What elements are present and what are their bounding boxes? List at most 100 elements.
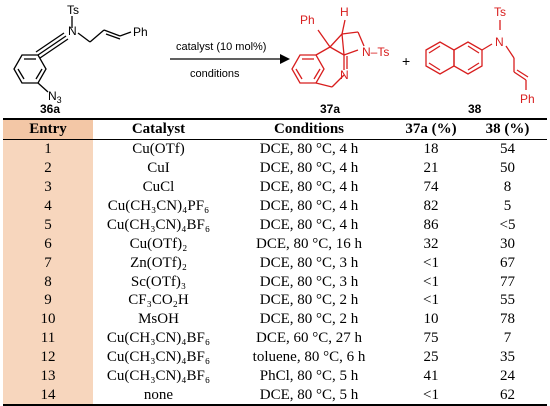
ph-label-p2: Ph <box>520 92 535 106</box>
cell-37a-yield: 74 <box>423 179 439 196</box>
cell-catalyst: Cu(CH₃CN)₄BF₆ <box>106 216 211 233</box>
cell-conditions: DCE, 60 °C, 27 h <box>255 330 362 347</box>
cell-conditions: DCE, 80 °C, 3 h <box>259 273 359 290</box>
cell-entry: 13 <box>3 366 93 386</box>
n-label-p2: N <box>495 35 504 49</box>
cell-conditions: toluene, 80 °C, 6 h <box>252 349 366 366</box>
cell-conditions: PhCl, 80 °C, 5 h <box>259 368 359 385</box>
reaction-scheme: Ts N Ph N3 36a catalyst (10 mol%) condit… <box>13 3 535 116</box>
cell-37a-yield: 25 <box>423 349 439 366</box>
n-imine-label-p1: N <box>340 68 349 82</box>
cell-catalyst: Cu(OTf)₂ <box>129 235 188 252</box>
cell-entry: 14 <box>3 385 93 406</box>
table-row: 3 CuCl DCE, 80 °C, 4 h 74 8 <box>3 177 547 197</box>
cell-conditions: DCE, 80 °C, 4 h <box>259 160 359 177</box>
cell-entry: 3 <box>3 177 93 197</box>
product-37a-structure <box>291 19 365 88</box>
cell-conditions: DCE, 80 °C, 16 h <box>255 235 362 252</box>
cell-catalyst: Zn(OTf)₂ <box>130 254 187 271</box>
n-ts-label-p1: N–Ts <box>362 45 389 59</box>
cell-38-yield: 67 <box>500 254 515 271</box>
table-row: 12 Cu(CH₃CN)₄BF₆ toluene, 80 °C, 6 h 25 35 <box>3 347 547 367</box>
cell-entry: 7 <box>3 253 93 273</box>
cell-catalyst: none <box>143 386 174 403</box>
cell-conditions: DCE, 80 °C, 4 h <box>259 141 359 158</box>
cell-37a-yield: 32 <box>423 235 439 252</box>
results-table: Entry Catalyst Conditions 37a (%) 38 (%)… <box>3 118 547 406</box>
table-row: 8 Sc(OTf)₃ DCE, 80 °C, 3 h <1 77 <box>3 272 547 292</box>
cell-38-yield: 50 <box>500 160 515 177</box>
arrow-label-below: conditions <box>190 68 240 80</box>
arrow-head <box>280 54 290 64</box>
plus-sign: + <box>402 53 410 69</box>
cell-37a-yield: 10 <box>423 311 439 328</box>
cell-37a-yield: <1 <box>423 386 439 403</box>
cell-38-yield: 77 <box>500 273 515 290</box>
header-38-yield: 38 (%) <box>468 119 547 140</box>
header-entry: Entry <box>3 119 93 140</box>
cell-entry: 12 <box>3 347 93 367</box>
cell-38-yield: 7 <box>503 330 512 347</box>
cell-conditions: DCE, 80 °C, 2 h <box>259 311 359 328</box>
cell-catalyst: Cu(OTf) <box>132 141 185 158</box>
product1-label: 37a <box>320 102 340 116</box>
table-row: 14 none DCE, 80 °C, 5 h <1 62 <box>3 385 547 406</box>
cell-entry: 2 <box>3 158 93 178</box>
cell-37a-yield: 82 <box>423 198 439 214</box>
cell-entry: 6 <box>3 234 93 254</box>
cell-38-yield: 55 <box>500 292 515 309</box>
ph-label-p1: Ph <box>300 13 315 27</box>
cell-catalyst: Sc(OTf)₃ <box>130 273 187 290</box>
cell-38-yield: <5 <box>499 216 516 233</box>
cell-conditions: DCE, 80 °C, 5 h <box>259 386 359 403</box>
cell-38-yield: 35 <box>500 349 515 366</box>
cell-38-yield: 78 <box>500 311 515 328</box>
cell-37a-yield: <1 <box>423 254 439 271</box>
cell-37a-yield: <1 <box>423 273 439 290</box>
header-37a-yield: 37a (%) <box>394 119 468 140</box>
cell-catalyst: Cu(CH₃CN)₄PF₆ <box>107 198 210 214</box>
cell-38-yield: 54 <box>500 141 515 158</box>
cell-entry: 9 <box>3 291 93 310</box>
table-row: 1 Cu(OTf) DCE, 80 °C, 4 h 18 54 <box>3 139 547 159</box>
table-row: 2 CuI DCE, 80 °C, 4 h 21 50 <box>3 158 547 178</box>
cell-entry: 11 <box>3 328 93 348</box>
cell-catalyst: Cu(CH₃CN)₄BF₆ <box>106 349 211 366</box>
product-38-structure <box>425 20 529 90</box>
ts-label-sm: Ts <box>67 3 79 17</box>
cell-catalyst: CuCl <box>142 179 175 196</box>
h-label-p1: H <box>340 5 349 19</box>
cell-catalyst: CF₃CO₂H <box>128 292 189 309</box>
cell-38-yield: 62 <box>500 386 515 403</box>
cell-37a-yield: <1 <box>423 292 439 309</box>
n-label-sm: N <box>68 24 77 38</box>
table-header-row: Entry Catalyst Conditions 37a (%) 38 (%) <box>3 119 547 140</box>
cell-37a-yield: 18 <box>423 141 439 158</box>
cell-38-yield: 24 <box>500 368 515 385</box>
reactant-label: 36a <box>40 102 60 116</box>
cell-conditions: DCE, 80 °C, 4 h <box>259 216 359 233</box>
cell-conditions: DCE, 80 °C, 4 h <box>259 198 359 214</box>
reactant-structure <box>13 16 132 93</box>
product2-label: 38 <box>468 102 482 116</box>
cell-entry: 1 <box>3 139 93 159</box>
header-conditions: Conditions <box>224 119 394 140</box>
cell-37a-yield: 86 <box>423 216 439 233</box>
cell-conditions: DCE, 80 °C, 4 h <box>259 179 359 196</box>
cell-catalyst: CuI <box>147 160 170 177</box>
cell-conditions: DCE, 80 °C, 3 h <box>259 254 359 271</box>
cell-entry: 10 <box>3 309 93 329</box>
cell-37a-yield: 21 <box>423 160 439 177</box>
cell-38-yield: 8 <box>503 179 512 196</box>
cell-entry: 4 <box>3 196 93 216</box>
cell-entry: 8 <box>3 272 93 292</box>
ph-label-sm: Ph <box>133 25 148 39</box>
n3-label: N3 <box>48 89 62 105</box>
table-row: 7 Zn(OTf)₂ DCE, 80 °C, 3 h <1 67 <box>3 253 547 273</box>
